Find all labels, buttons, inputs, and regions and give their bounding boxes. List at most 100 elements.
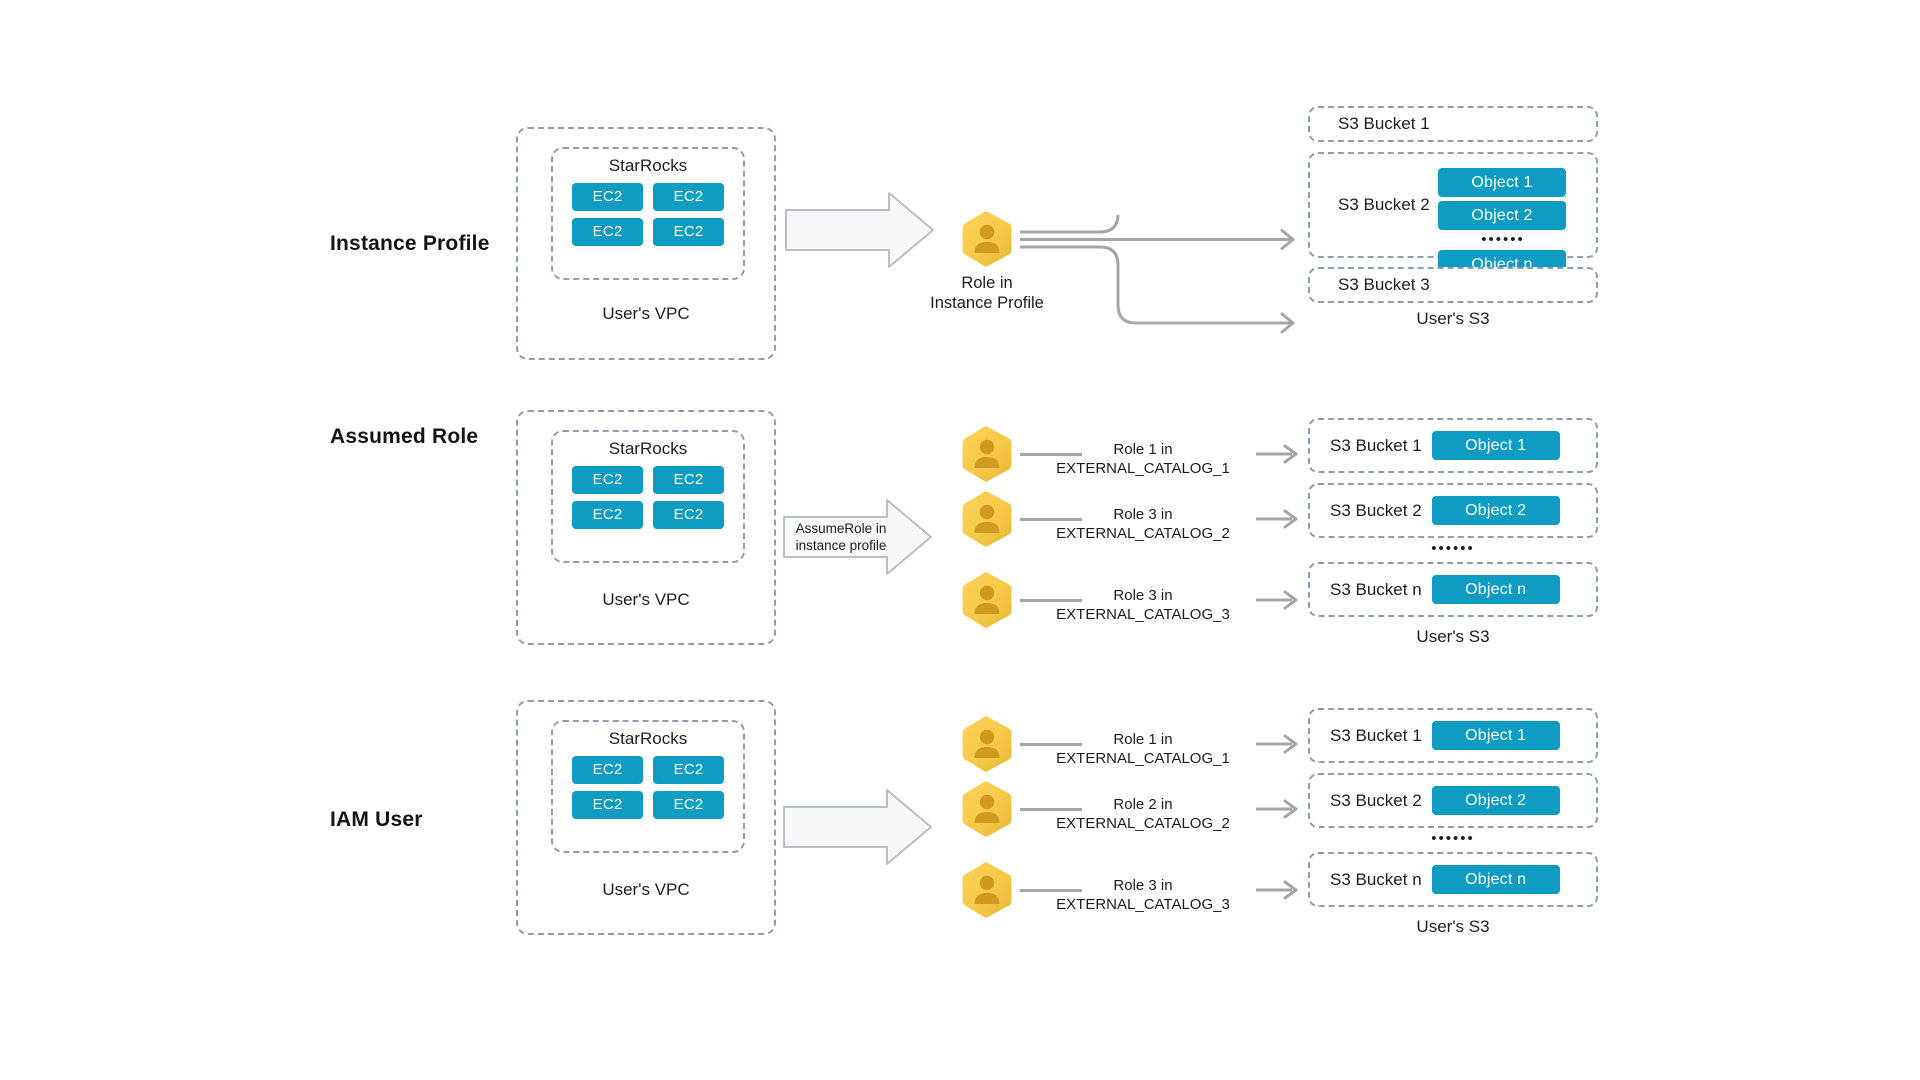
ec2-grid: EC2 EC2 EC2 EC2 bbox=[572, 466, 724, 529]
role-label-line1: Role 3 in bbox=[1113, 587, 1173, 604]
ec2-node: EC2 bbox=[653, 791, 724, 819]
vpc-container-instance-profile: StarRocks EC2 EC2 EC2 EC2 User's VPC bbox=[516, 127, 776, 360]
flow-arrow-icon bbox=[1256, 879, 1298, 901]
s3-caption: User's S3 bbox=[1416, 917, 1490, 936]
object-chip: Object 2 bbox=[1438, 201, 1566, 230]
vpc-caption: User's VPC bbox=[602, 304, 690, 323]
block-arrow-icon bbox=[783, 788, 933, 866]
role-hexagon-icon bbox=[960, 780, 1014, 838]
role-hexagon-icon bbox=[960, 715, 1014, 773]
ec2-node: EC2 bbox=[572, 183, 643, 211]
connector-stroke bbox=[1020, 889, 1082, 892]
starrocks-title: StarRocks bbox=[608, 156, 688, 175]
vpc-caption: User's VPC bbox=[602, 880, 690, 899]
role-label: Role 3 in EXTERNAL_CATALOG_2 bbox=[1028, 505, 1258, 543]
role-caption-line1: Role in bbox=[961, 274, 1013, 292]
starrocks-container: StarRocks EC2 EC2 EC2 EC2 bbox=[551, 430, 745, 563]
block-arrow-caption: AssumeRole in instance profile bbox=[791, 520, 891, 554]
s3-bucket: S3 Bucket 2 Object 2 bbox=[1308, 483, 1598, 538]
role-label-line2: EXTERNAL_CATALOG_3 bbox=[1056, 606, 1230, 623]
role-label-line2: EXTERNAL_CATALOG_3 bbox=[1056, 896, 1230, 913]
role-label-line1: Role 3 in bbox=[1113, 877, 1173, 894]
role-connector-line bbox=[1020, 888, 1082, 892]
s3-bucket: S3 Bucket 1 Object 1 bbox=[1308, 418, 1598, 473]
role-connector-line bbox=[1020, 742, 1082, 746]
s3-bucket: S3 Bucket 3 bbox=[1308, 267, 1598, 303]
s3-bucket-name: S3 Bucket 1 bbox=[1338, 114, 1430, 133]
role-label-line2: EXTERNAL_CATALOG_1 bbox=[1056, 460, 1230, 477]
flow-arrow-icon bbox=[1256, 798, 1298, 820]
object-chip: Object 2 bbox=[1431, 496, 1560, 525]
object-chip: Object 1 bbox=[1438, 168, 1566, 197]
role-label-line2: EXTERNAL_CATALOG_2 bbox=[1056, 525, 1230, 542]
s3-bucket-name: S3 Bucket 1 bbox=[1330, 725, 1422, 745]
scenario-label-instance-profile: Instance Profile bbox=[330, 232, 490, 255]
role-label: Role 3 in EXTERNAL_CATALOG_3 bbox=[1028, 586, 1258, 624]
ec2-node: EC2 bbox=[653, 466, 724, 494]
block-arrow-caption-line1: AssumeRole in bbox=[795, 521, 887, 536]
vpc-container-assumed-role: StarRocks EC2 EC2 EC2 EC2 User's VPC bbox=[516, 410, 776, 645]
object-stack: Object 1 Object 2 •••••• Object n bbox=[1438, 168, 1568, 283]
starrocks-container: StarRocks EC2 EC2 EC2 EC2 bbox=[551, 720, 745, 853]
role-hexagon-icon bbox=[960, 861, 1014, 919]
ec2-node: EC2 bbox=[653, 218, 724, 246]
s3-bucket: S3 Bucket 2 Object 1 Object 2 •••••• Obj… bbox=[1308, 152, 1598, 279]
row-assumed-role: Assumed Role StarRocks EC2 EC2 EC2 EC2 U… bbox=[0, 405, 1920, 695]
role-connector-line bbox=[1020, 598, 1082, 602]
ec2-node: EC2 bbox=[653, 183, 724, 211]
s3-bucket-name: S3 Bucket 1 bbox=[1330, 435, 1422, 455]
role-label-line1: Role 2 in bbox=[1113, 796, 1173, 813]
flow-arrow-icon bbox=[1256, 589, 1298, 611]
s3-caption: User's S3 bbox=[1416, 627, 1490, 646]
starrocks-container: StarRocks EC2 EC2 EC2 EC2 bbox=[551, 147, 745, 280]
role-label: Role 1 in EXTERNAL_CATALOG_1 bbox=[1028, 730, 1258, 768]
connector-stroke bbox=[1020, 808, 1082, 811]
s3-bucket: S3 Bucket n Object n bbox=[1308, 852, 1598, 907]
s3-bucket: S3 Bucket n Object n bbox=[1308, 562, 1598, 617]
starrocks-title: StarRocks bbox=[608, 439, 688, 458]
role-label: Role 2 in EXTERNAL_CATALOG_2 bbox=[1028, 795, 1258, 833]
s3-bucket: S3 Bucket 1 Object 1 bbox=[1308, 708, 1598, 763]
flow-arrow-icon bbox=[1256, 443, 1298, 465]
s3-group-iam-user: S3 Bucket 1 Object 1 S3 Bucket 2 Object … bbox=[1308, 708, 1598, 948]
ec2-node: EC2 bbox=[572, 218, 643, 246]
ec2-node: EC2 bbox=[572, 756, 643, 784]
buckets-ellipsis: •••••• bbox=[1431, 830, 1475, 847]
s3-bucket-name: S3 Bucket n bbox=[1330, 869, 1422, 889]
flow-arrow-icon bbox=[1256, 508, 1298, 530]
role-caption-line2: Instance Profile bbox=[930, 294, 1044, 312]
role-label: Role 1 in EXTERNAL_CATALOG_1 bbox=[1028, 440, 1258, 478]
s3-bucket-name: S3 Bucket 3 bbox=[1338, 275, 1430, 294]
s3-bucket-name: S3 Bucket n bbox=[1330, 579, 1422, 599]
ec2-node: EC2 bbox=[572, 501, 643, 529]
role-hexagon-icon bbox=[960, 425, 1014, 483]
role-label: Role 3 in EXTERNAL_CATALOG_3 bbox=[1028, 876, 1258, 914]
buckets-ellipsis: •••••• bbox=[1431, 540, 1475, 557]
role-label-line1: Role 1 in bbox=[1113, 731, 1173, 748]
s3-bucket-name: S3 Bucket 2 bbox=[1330, 500, 1422, 520]
block-arrow-caption-line2: instance profile bbox=[795, 538, 887, 553]
role-connector-line bbox=[1020, 452, 1082, 456]
row-instance-profile: Instance Profile StarRocks EC2 EC2 EC2 E… bbox=[0, 106, 1920, 390]
s3-bucket-name: S3 Bucket 2 bbox=[1330, 790, 1422, 810]
flow-arrow-icon bbox=[1256, 733, 1298, 755]
row-iam-user: IAM User StarRocks EC2 EC2 EC2 EC2 User'… bbox=[0, 695, 1920, 985]
object-chip: Object n bbox=[1431, 865, 1560, 894]
role-hexagon-icon bbox=[960, 490, 1014, 548]
s3-group-assumed-role: S3 Bucket 1 Object 1 S3 Bucket 2 Object … bbox=[1308, 418, 1598, 658]
connector-stroke bbox=[1020, 599, 1082, 602]
connector-stroke bbox=[1020, 453, 1082, 456]
objects-ellipsis: •••••• bbox=[1481, 231, 1525, 248]
connector-stroke bbox=[1020, 743, 1082, 746]
role-label-line1: Role 3 in bbox=[1113, 506, 1173, 523]
s3-group-instance-profile: S3 Bucket 1 S3 Bucket 2 Object 1 Object … bbox=[1308, 106, 1598, 336]
connector-stroke bbox=[1020, 518, 1082, 521]
object-chip: Object 2 bbox=[1431, 786, 1560, 815]
block-arrow-icon bbox=[785, 191, 935, 269]
ec2-node: EC2 bbox=[653, 756, 724, 784]
role-label-line2: EXTERNAL_CATALOG_1 bbox=[1056, 750, 1230, 767]
role-caption-instance-profile: Role in Instance Profile bbox=[877, 273, 1097, 313]
vpc-caption: User's VPC bbox=[602, 590, 690, 609]
role-hexagon-icon bbox=[960, 210, 1014, 268]
